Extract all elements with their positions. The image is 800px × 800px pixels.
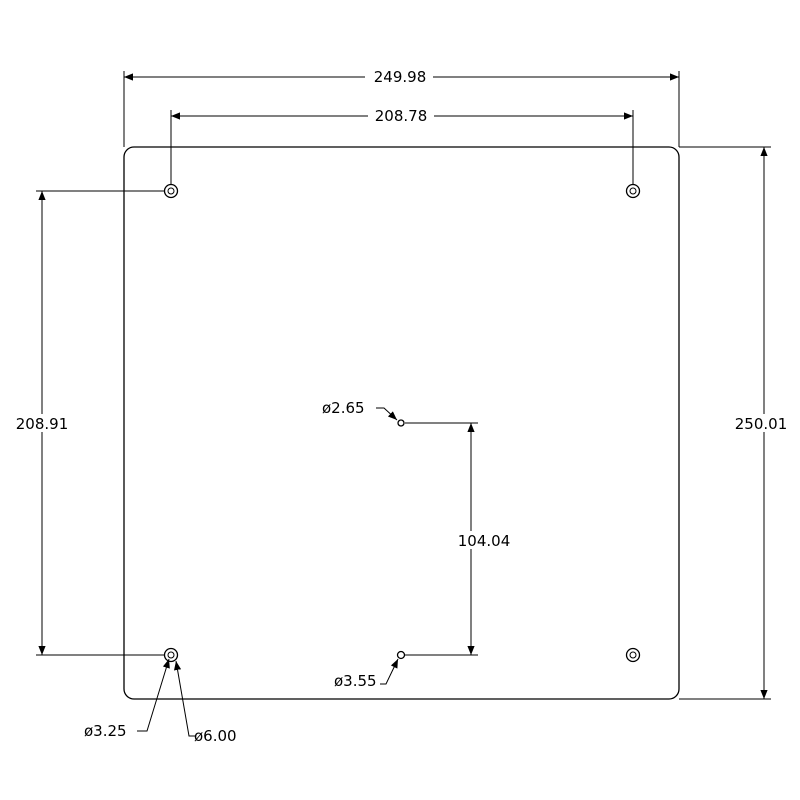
- callout-center-hole-top: ø2.65: [322, 399, 398, 421]
- dimension-center-hole-offset: 104.04: [405, 422, 511, 656]
- plate-outline: [123, 146, 680, 700]
- dimension-hole-spacing-vertical: 208.91: [12, 190, 164, 656]
- hole-bottom-left: [163, 647, 179, 663]
- callout-center-hole-bottom: ø3.55: [334, 658, 399, 690]
- dimension-hole-spacing-horizontal: 208.78: [170, 106, 634, 184]
- callout-center-hole-top-label: ø2.65: [322, 399, 365, 417]
- hole-center-top: [397, 419, 405, 427]
- dimension-overall-width: 249.98: [123, 67, 680, 147]
- center-hole-offset-label: 104.04: [458, 532, 511, 550]
- callout-corner-hole-outer-label: ø6.00: [194, 727, 237, 745]
- dimension-overall-height: 250.01: [679, 146, 791, 700]
- hole-center-bottom: [396, 650, 406, 660]
- hole-top-right: [625, 183, 641, 199]
- callout-corner-hole-inner: ø3.25: [84, 658, 170, 740]
- overall-width-label: 249.98: [374, 68, 427, 86]
- hole-spacing-horizontal-label: 208.78: [375, 107, 428, 125]
- hole-spacing-vertical-label: 208.91: [16, 415, 69, 433]
- hole-bottom-right: [625, 647, 641, 663]
- callout-corner-hole-inner-label: ø3.25: [84, 722, 127, 740]
- callout-center-hole-bottom-label: ø3.55: [334, 672, 377, 690]
- overall-height-label: 250.01: [735, 415, 788, 433]
- callout-corner-hole-outer: ø6.00: [173, 660, 237, 745]
- hole-top-left: [163, 183, 179, 199]
